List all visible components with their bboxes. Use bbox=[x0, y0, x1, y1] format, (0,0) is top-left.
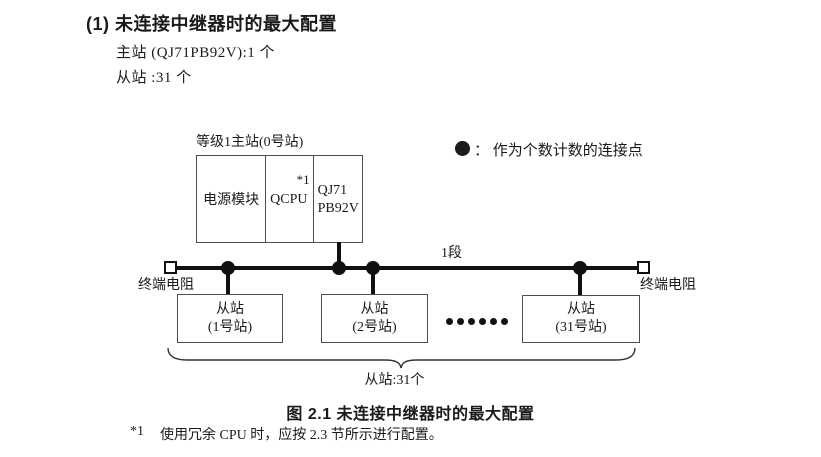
slave2-drop-line bbox=[371, 268, 375, 295]
connection-point bbox=[332, 261, 346, 275]
legend-text: ： 作为个数计数的连接点 bbox=[474, 143, 643, 159]
slave31-drop-line bbox=[578, 268, 582, 296]
qcpu-cell: *1 QCPU bbox=[265, 156, 312, 242]
footnote-text: 使用冗余 CPU 时，应按 2.3 节所示进行配置。 bbox=[160, 428, 443, 443]
footnote-marker: *1 bbox=[130, 424, 144, 439]
footnote: *1 使用冗余 CPU 时，应按 2.3 节所示进行配置。 bbox=[130, 424, 443, 444]
connection-point bbox=[221, 261, 235, 275]
slave-station-box-1: 从站 (1号站) bbox=[177, 294, 283, 343]
master-station-label: 等级1主站(0号站) bbox=[196, 135, 304, 150]
segment-label: 1段 bbox=[441, 246, 462, 261]
pb92v-line: PB92V bbox=[317, 201, 359, 216]
terminator-right-label: 终端电阻 bbox=[640, 278, 696, 293]
brace-label: 从站:31个 bbox=[364, 373, 425, 388]
master-count-line: 主站 (QJ71PB92V):1 个 bbox=[116, 45, 276, 61]
master-station-box: 电源模块 *1 QCPU QJ71 PB92V bbox=[196, 155, 363, 243]
terminating-resistor-left bbox=[164, 261, 177, 274]
slave2-line1: 从站 bbox=[360, 301, 389, 317]
slave-count-line: 从站 :31 个 bbox=[116, 70, 192, 86]
slave-station-box-31: 从站 (31号站) bbox=[522, 295, 640, 343]
slave1-drop-line bbox=[226, 268, 230, 295]
connection-point bbox=[573, 261, 587, 275]
qcpu-footnote-marker: *1 bbox=[296, 172, 310, 187]
slave31-line1: 从站 bbox=[567, 302, 595, 317]
terminator-left-label: 终端电阻 bbox=[138, 278, 194, 293]
slave-station-box-2: 从站 (2号站) bbox=[321, 294, 428, 343]
qcpu-label: QCPU bbox=[270, 192, 308, 207]
figure-caption: 图 2.1 未连接中继器时的最大配置 bbox=[286, 406, 535, 423]
qj71-line: QJ71 bbox=[317, 183, 348, 198]
slave2-line2: (2号站) bbox=[352, 319, 397, 335]
connection-point-legend-icon bbox=[455, 141, 470, 156]
underbrace bbox=[167, 347, 636, 369]
qj71pb92v-cell: QJ71 PB92V bbox=[312, 156, 362, 242]
section-heading: (1) 未连接中继器时的最大配置 bbox=[86, 14, 337, 34]
ellipsis-dots bbox=[446, 318, 508, 325]
terminating-resistor-right bbox=[637, 261, 650, 274]
slave1-line1: 从站 bbox=[216, 301, 244, 317]
slave31-line2: (31号站) bbox=[555, 320, 607, 335]
master-drop-line bbox=[337, 242, 341, 268]
slave1-line2: (1号站) bbox=[207, 319, 253, 335]
qj71pb92v-label: QJ71 PB92V bbox=[318, 182, 359, 218]
bus-line bbox=[177, 266, 637, 270]
connection-point bbox=[366, 261, 380, 275]
power-module-cell: 电源模块 bbox=[203, 193, 260, 208]
